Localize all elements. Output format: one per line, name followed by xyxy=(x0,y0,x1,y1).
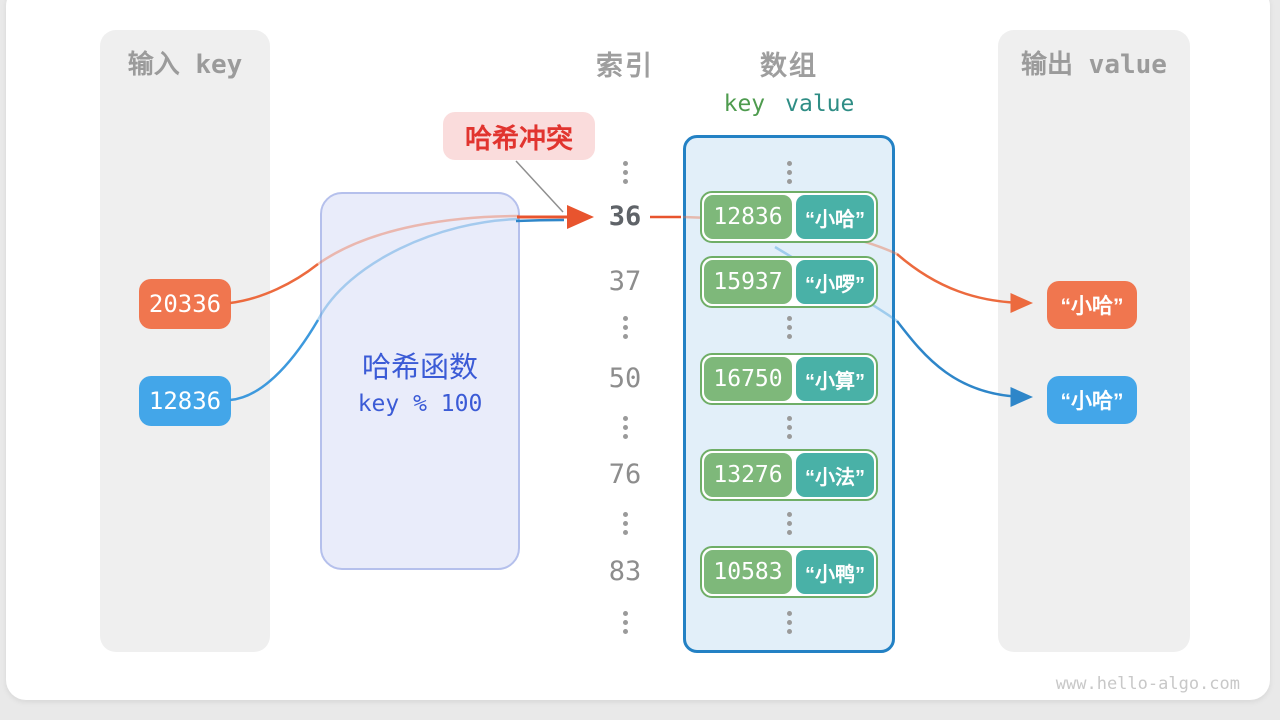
array-pair: 12836 “小哈” xyxy=(700,191,878,243)
pair-key: 15937 xyxy=(704,260,792,304)
pair-value: “小啰” xyxy=(796,260,874,304)
hash-collision-label: 哈希冲突 xyxy=(443,112,595,160)
input-panel xyxy=(100,30,270,652)
ellipsis-dots xyxy=(623,416,628,439)
key-header-label: key xyxy=(723,91,766,117)
array-column-header: 数组 xyxy=(760,51,818,81)
pair-key: 16750 xyxy=(704,357,792,401)
ellipsis-dots xyxy=(623,512,628,535)
output-panel xyxy=(998,30,1190,652)
ellipsis-dots xyxy=(787,416,792,439)
array-pair: 13276 “小法” xyxy=(700,449,878,501)
watermark: www.hello-algo.com xyxy=(1055,674,1240,694)
index-37: 37 xyxy=(608,266,642,297)
ellipsis-dots xyxy=(787,512,792,535)
ellipsis-dots xyxy=(787,316,792,339)
index-36: 36 xyxy=(608,201,642,232)
pair-key: 12836 xyxy=(704,195,792,239)
ellipsis-dots xyxy=(787,161,792,184)
value-header-label: value xyxy=(785,91,855,117)
array-pair: 10583 “小鸭” xyxy=(700,546,878,598)
index-50: 50 xyxy=(608,363,642,394)
hash-function-box xyxy=(320,192,520,570)
input-key-box-orange: 20336 xyxy=(139,279,231,329)
ellipsis-dots xyxy=(623,316,628,339)
hash-function-formula: key % 100 xyxy=(357,391,483,417)
index-column-header: 索引 xyxy=(596,51,654,81)
array-pair: 16750 “小算” xyxy=(700,353,878,405)
input-panel-title: 输入 key xyxy=(127,50,243,80)
pair-value: “小鸭” xyxy=(796,550,874,594)
hash-function-title: 哈希函数 xyxy=(361,352,478,384)
index-83: 83 xyxy=(608,556,642,587)
pair-key: 10583 xyxy=(704,550,792,594)
key-value-header: key value xyxy=(683,91,895,117)
pair-key: 13276 xyxy=(704,453,792,497)
output-value-box-blue: “小哈” xyxy=(1047,376,1137,424)
ellipsis-dots xyxy=(623,161,628,184)
array-pair: 15937 “小啰” xyxy=(700,256,878,308)
pair-value: “小哈” xyxy=(796,195,874,239)
pair-value: “小法” xyxy=(796,453,874,497)
index-76: 76 xyxy=(608,459,642,490)
output-panel-title: 输出 value xyxy=(1021,50,1167,80)
pair-value: “小算” xyxy=(796,357,874,401)
output-value-box-orange: “小哈” xyxy=(1047,281,1137,329)
input-key-box-blue: 12836 xyxy=(139,376,231,426)
ellipsis-dots xyxy=(623,611,628,634)
ellipsis-dots xyxy=(787,611,792,634)
